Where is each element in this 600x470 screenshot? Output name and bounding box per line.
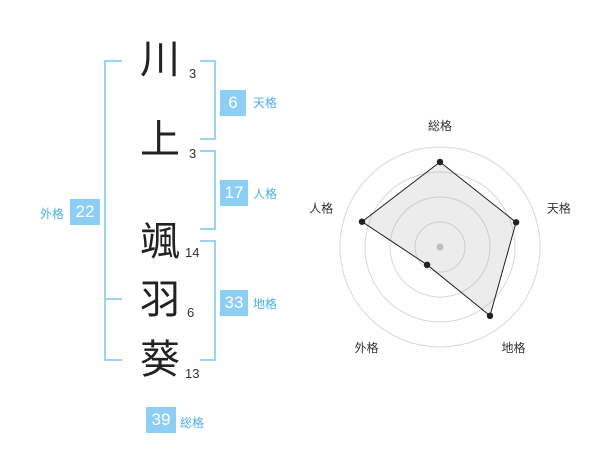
stroke-count-1: 3 [189, 66, 197, 81]
radar-point-1 [436, 158, 444, 166]
tenkaku-label: 天格 [253, 96, 278, 110]
jinkaku-label: 人格 [253, 187, 278, 201]
soukaku-label: 総格 [180, 416, 205, 430]
name-char-4: 羽 [140, 277, 180, 323]
radar-area [361, 161, 517, 317]
radar-point-5 [358, 218, 366, 225]
radar-point-3 [486, 312, 494, 319]
tenkaku-bracket [200, 60, 216, 140]
name-char-2: 上 [140, 117, 180, 163]
stroke-count-3: 14 [185, 245, 200, 260]
jinkaku-bracket [200, 150, 216, 230]
gaikaku-bracket [104, 60, 122, 361]
stroke-count-2: 3 [189, 146, 197, 161]
radar-point-4 [423, 261, 431, 268]
radar-axis-label-1: 総格 [428, 118, 452, 133]
gaikaku-label: 外格 [40, 207, 65, 221]
jinkaku-score: 17 [220, 180, 248, 206]
tenkaku-score: 6 [220, 90, 246, 116]
radar-axis-label-2: 天格 [547, 200, 571, 215]
soukaku-score: 39 [146, 407, 176, 433]
radar-axis-label-3: 地格 [501, 340, 525, 355]
gaikaku-bracket-split [104, 298, 122, 300]
stroke-count-5: 13 [185, 366, 200, 381]
name-char-3: 颯 [140, 219, 180, 265]
stroke-count-4: 6 [187, 305, 195, 320]
chikaku-bracket [200, 240, 216, 361]
radar-axis-label-5: 人格 [309, 200, 333, 215]
radar-point-2 [512, 219, 520, 226]
radar-ring-4 [339, 146, 541, 348]
radar-ring-2 [389, 196, 491, 298]
chikaku-score: 33 [220, 290, 248, 316]
radar-ring-3 [364, 171, 516, 323]
name-char-5: 葵 [140, 337, 180, 383]
radar-axis-label-4: 外格 [354, 340, 378, 355]
gaikaku-score: 22 [70, 199, 100, 225]
radar-center [436, 243, 444, 251]
chikaku-label: 地格 [253, 297, 278, 311]
radar-ring-1 [414, 221, 466, 273]
name-char-1: 川 [140, 37, 180, 83]
